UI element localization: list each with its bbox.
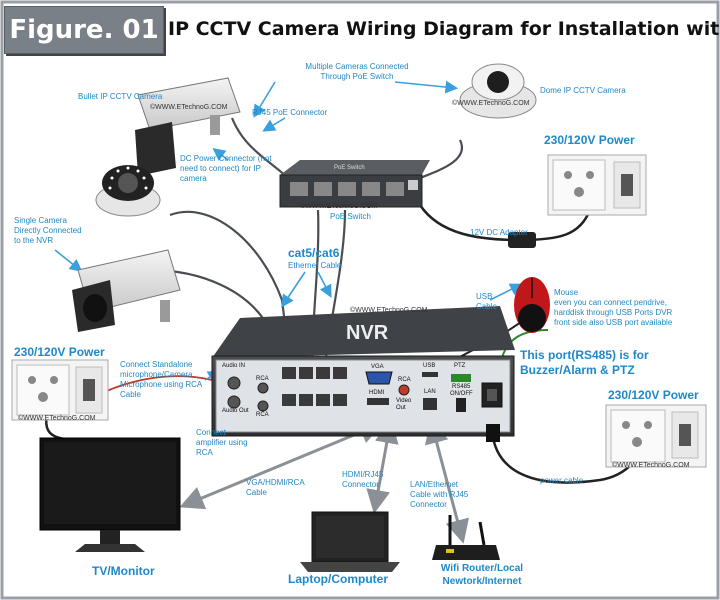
- dome-camera-left: [95, 165, 161, 217]
- port-vga: VGA: [371, 364, 384, 370]
- label-cat-cable: cat5/cat6: [288, 246, 340, 260]
- laptop: [300, 511, 400, 572]
- label-rs485-note: This port(RS485) is for Buzzer/Alarm & P…: [520, 348, 649, 377]
- power-socket-right: [605, 404, 707, 468]
- port-rca-1: RCA: [256, 376, 269, 382]
- label-laptop: Laptop/Computer: [288, 572, 388, 586]
- label-amp-note: Connect amplifier using RCA: [196, 428, 248, 457]
- watermark-5: ©WWW.ETechnoG.COM: [18, 415, 96, 422]
- poe-switch: [279, 160, 430, 208]
- poe-switch-device-label: PoE Switch: [334, 165, 365, 171]
- label-poe-switch: PoE Switch: [330, 212, 371, 221]
- port-usb: USB: [423, 363, 436, 369]
- label-hdmi-connector: HDMI/RJ45 Connector: [342, 470, 384, 489]
- wifi-router: [432, 515, 500, 560]
- label-rj45-poe: RJ45 PoE Connector: [252, 108, 328, 117]
- power-plug: [486, 424, 500, 442]
- port-rca-2: RCA: [256, 412, 269, 418]
- label-dc-adapter: 12V DC Adapter: [470, 228, 528, 237]
- label-lan-cable: LAN/Ethernet Cable with RJ45 Connector: [410, 480, 469, 509]
- port-rs485: RS485: [452, 384, 471, 390]
- power-socket-top: [547, 154, 647, 216]
- label-dome-camera: Dome IP CCTV Camera: [540, 86, 626, 95]
- connection-arrows: [179, 419, 469, 544]
- mouse-device: [514, 277, 550, 333]
- port-onoff: ON/OFF: [450, 391, 473, 397]
- label-power-right: 230/120V Power: [608, 388, 699, 402]
- watermark-3: ©WWW.ETechnoG.COM: [300, 203, 378, 210]
- bullet-camera-top: [135, 77, 241, 176]
- figure-badge: Figure. 01: [4, 6, 164, 54]
- power-socket-left: [11, 359, 109, 421]
- port-ptz: PTZ: [454, 363, 466, 369]
- label-vga-cable: VGA/HDMI/RCA Cable: [246, 478, 305, 497]
- label-tv-monitor: TV/Monitor: [92, 564, 155, 578]
- label-multiple-cameras: Multiple Cameras Connected Through PoE S…: [305, 62, 409, 81]
- label-router: Wifi Router/Local Newtork/Internet: [440, 563, 524, 587]
- watermark-2: ©WWW.ETechnoG.COM: [452, 100, 530, 107]
- port-audio-out: Audio Out: [222, 408, 249, 414]
- dc-adapter: [508, 232, 536, 248]
- label-dc-power: DC Power Connector (not need to connect)…: [180, 154, 272, 183]
- watermark-4: ©WWW.ETechnoG.COM: [350, 307, 428, 314]
- nvr-device: [211, 306, 515, 437]
- label-power-top: 230/120V Power: [544, 133, 635, 147]
- port-video-out: Video Out: [396, 398, 412, 411]
- label-mic-note: Connect Standalone microphone/Camera Mic…: [120, 360, 202, 399]
- label-usb-cable: USB Cable: [476, 292, 497, 311]
- bullet-camera-bottom: [72, 249, 181, 332]
- port-audio-in: Audio IN: [222, 363, 246, 369]
- watermark-6: ©WWW.ETechnoG.COM: [612, 462, 690, 469]
- watermark-1: ©WWW.ETechnoG.COM: [150, 104, 228, 111]
- label-single-camera: Single Camera Directly Connected to the …: [14, 216, 82, 245]
- label-mouse: Mouse: [554, 288, 579, 297]
- tv-monitor: [39, 437, 181, 552]
- dome-camera-top: [459, 63, 537, 119]
- label-power-left: 230/120V Power: [14, 345, 105, 359]
- label-bullet-camera: Bullet IP CCTV Camera: [78, 92, 163, 101]
- label-ethernet-cable: Ethernet Cable: [288, 261, 342, 270]
- label-power-cable: power cable: [540, 476, 584, 485]
- label-mouse-note: even you can connect pendrive, harddisk …: [554, 298, 673, 327]
- port-hdmi: HDMI: [369, 390, 385, 396]
- diagram-title: IP CCTV Camera Wiring Diagram for Instal…: [168, 18, 720, 40]
- port-lan: LAN: [424, 389, 436, 395]
- nvr-title: NVR: [346, 322, 389, 344]
- port-rca-3: RCA: [398, 377, 411, 383]
